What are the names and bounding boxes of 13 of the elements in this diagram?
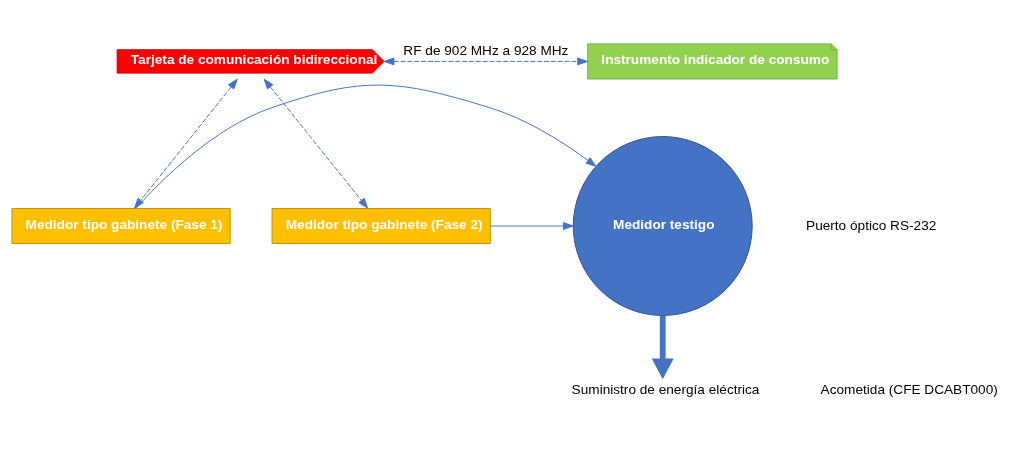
node-text: Suministro de energía eléctrica [571, 382, 760, 398]
node-circle: Medidor testigo [572, 136, 753, 316]
arrow [383, 57, 588, 66]
arrow [489, 222, 574, 230]
label: Acometida (CFE DCABT000) [820, 382, 998, 398]
node-box: Medidor tipo gabinete (Fase 1) [11, 208, 231, 245]
arrow [134, 78, 238, 209]
arrow [651, 315, 674, 380]
label: Puerto óptico RS-232 [806, 217, 937, 233]
edge-label: RF de 902 MHz a 928 MHz [403, 42, 569, 58]
node-box: Medidor tipo gabinete (Fase 2) [271, 208, 491, 245]
arrow [135, 84, 597, 209]
arrow [263, 78, 369, 209]
